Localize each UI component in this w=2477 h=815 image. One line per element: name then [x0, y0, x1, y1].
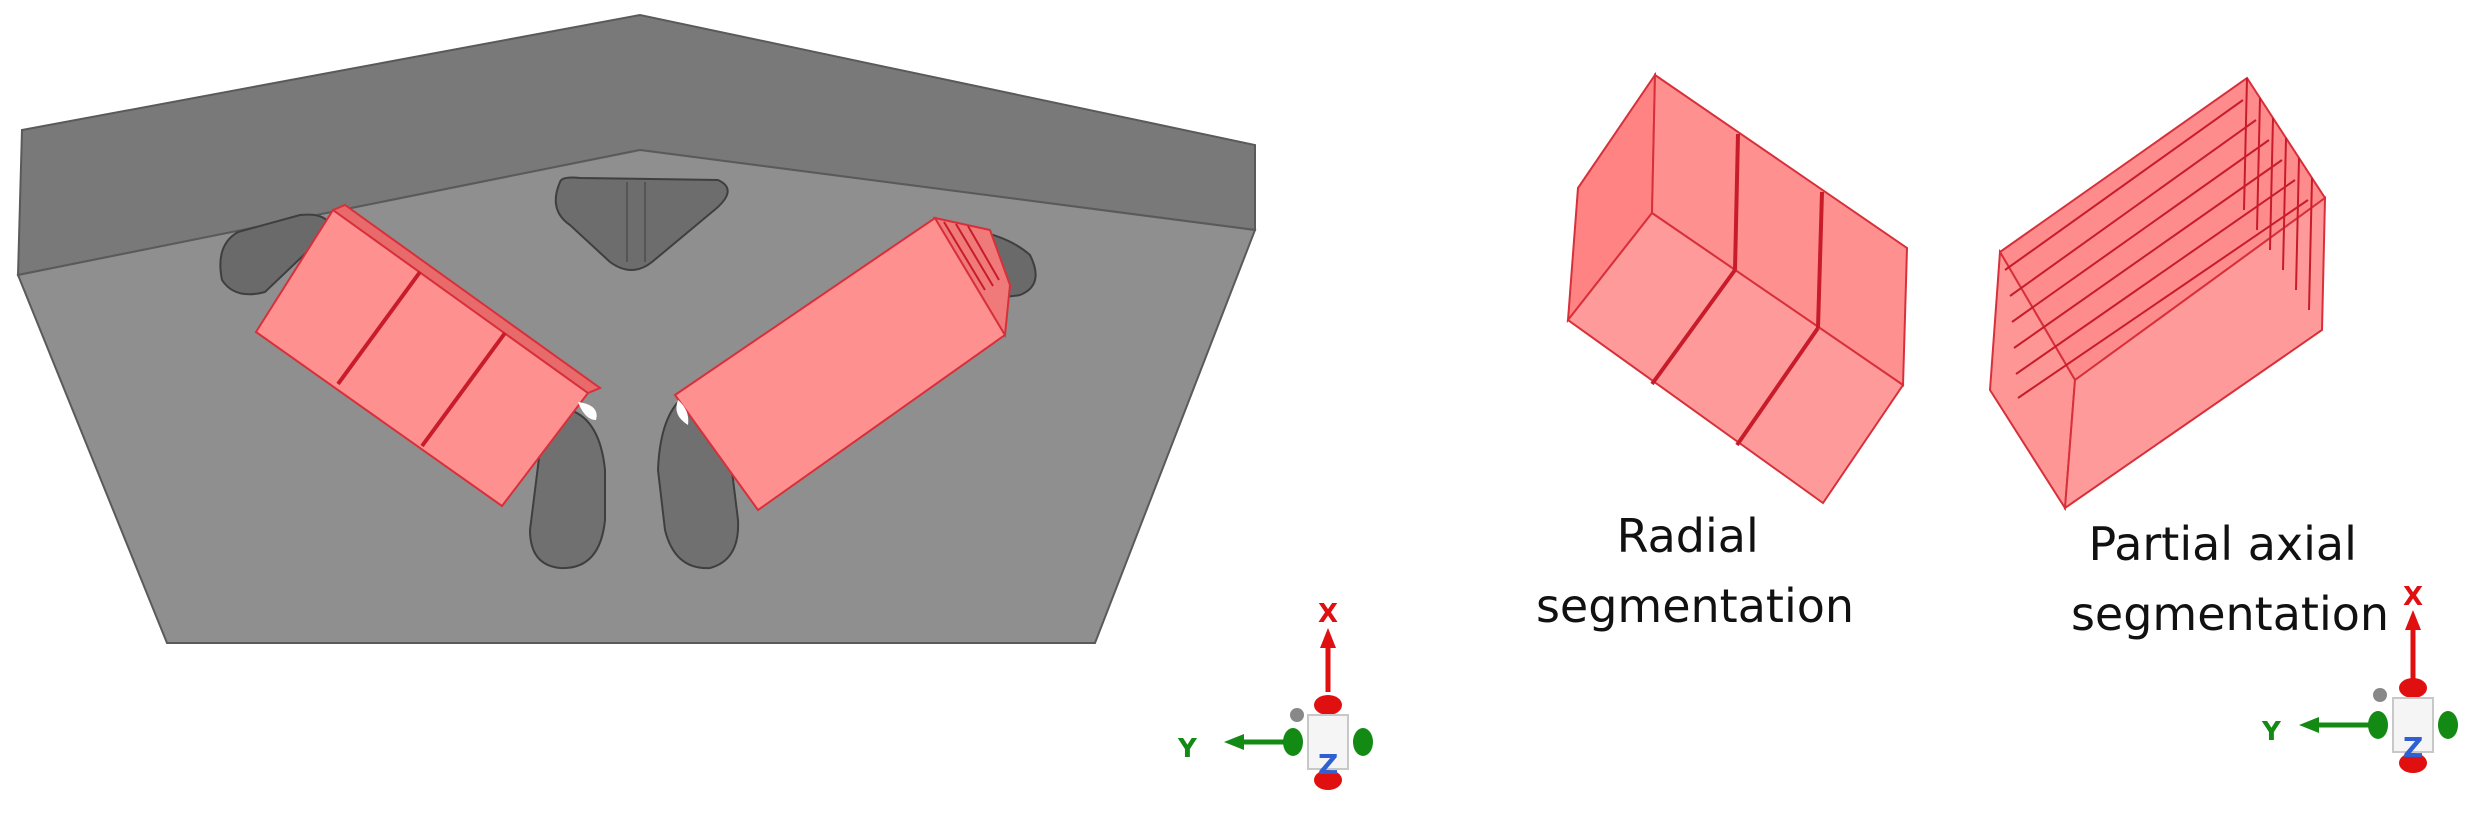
rotor-pocket-top [554, 176, 729, 271]
z-axis-cube [2392, 697, 2434, 753]
magnet-radial-segmentation [1566, 71, 1909, 505]
radial-segment-line [1735, 326, 1820, 447]
z-axis-label: Z [1318, 748, 1338, 781]
radial-segment-line [1733, 133, 1740, 271]
z-axis-cube [1307, 714, 1349, 770]
axial-segment-lines [2004, 77, 2313, 399]
y-axis-label: Y [1177, 734, 1198, 764]
rotor-section [16, 13, 1257, 644]
magnet-left-segment-line [420, 331, 507, 448]
magnet-right-axial-line [943, 221, 986, 291]
axis-triad-left: X Y Z [1177, 599, 1373, 790]
caption-radial-line1: Radial [1617, 509, 1759, 563]
rotor-slot-left-cavity [219, 213, 332, 296]
magnet-right-axial-line [967, 225, 1000, 281]
radial-segment-line [1816, 191, 1824, 329]
caption-axial-line1: Partial axial [2089, 517, 2357, 571]
magnet-right-axial-line [955, 223, 994, 287]
caption-axial-line2: segmentation [2071, 587, 2389, 641]
magnet-left [254, 203, 603, 508]
magnet-right [673, 216, 1012, 512]
x-axis-label: X [1318, 599, 1338, 629]
axis-triad-right: X Y Z [2261, 582, 2458, 773]
caption-radial-line2: segmentation [1536, 579, 1854, 633]
y-axis-label: Y [2261, 717, 2282, 747]
magnet-partial-axial-segmentation [1988, 76, 2327, 512]
caption-axial: Partial axial segmentation [2071, 517, 2389, 641]
caption-radial: Radial segmentation [1536, 509, 1854, 633]
x-axis-label: X [2403, 582, 2423, 612]
radial-segment-line [1650, 268, 1737, 386]
magnet-left-segment-line [336, 270, 422, 386]
z-axis-label: Z [2403, 731, 2423, 764]
